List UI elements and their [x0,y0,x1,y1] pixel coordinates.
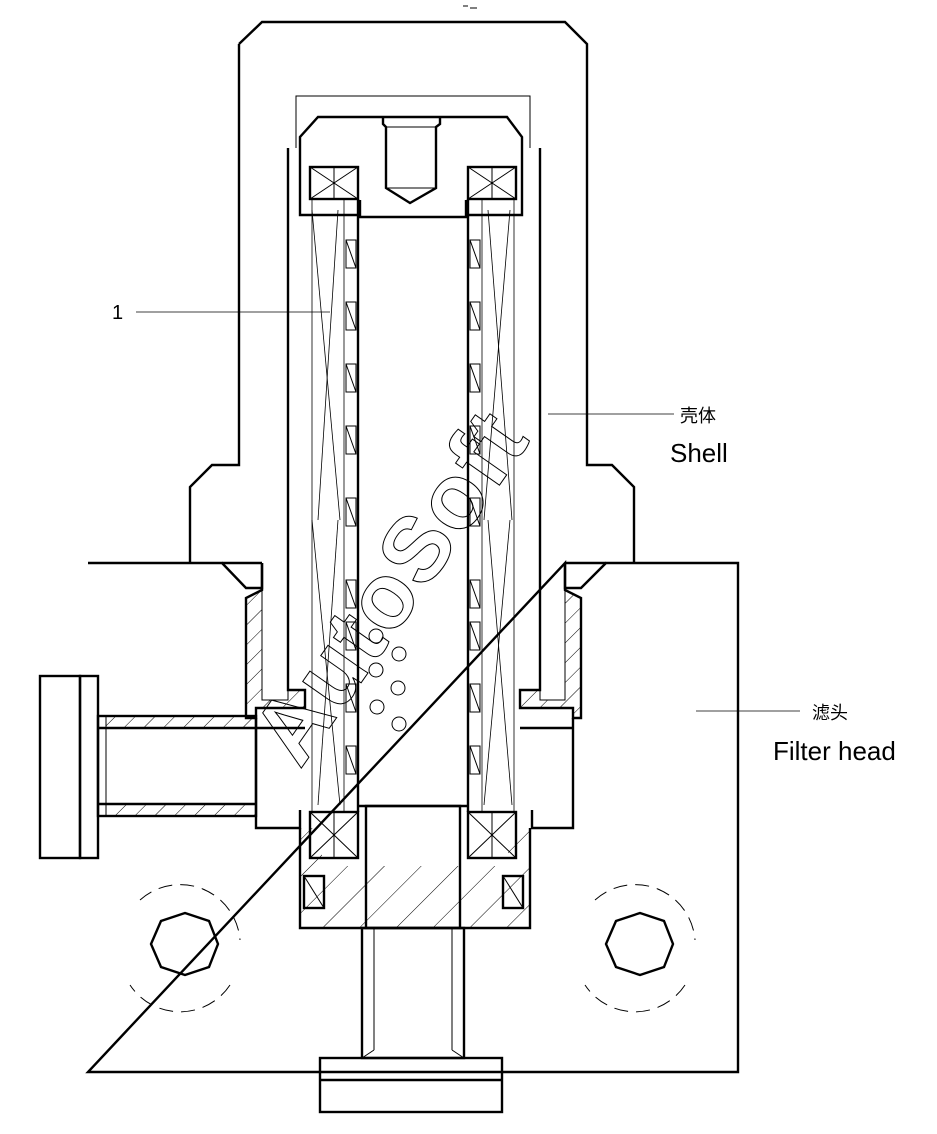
filter-head-label-cn: 滤头 [812,703,848,724]
filter-element-right [466,165,518,860]
bolt-right [584,884,696,1013]
bottom-drain [318,926,504,1114]
shell-outline [188,20,636,563]
part-number-label: 1 [112,302,123,324]
bolt-left [129,884,241,1013]
top-cap [298,115,524,219]
bottom-seat [298,804,532,930]
autosoft-watermark: AutoSoft [233,392,548,782]
inlet-port-left [38,674,258,860]
shell-label-cn: 壳体 [680,406,716,427]
cap-screw [381,117,442,205]
filter-head-label-en: Filter head [773,736,896,766]
fluid-bubbles [368,628,407,732]
shell-label-en: Shell [670,438,728,468]
top-mark [463,5,477,9]
filter-head-outline [85,559,740,1074]
perforation-marks [345,239,481,775]
top-cap-outline [295,95,531,148]
head-hatch-right [519,589,582,719]
